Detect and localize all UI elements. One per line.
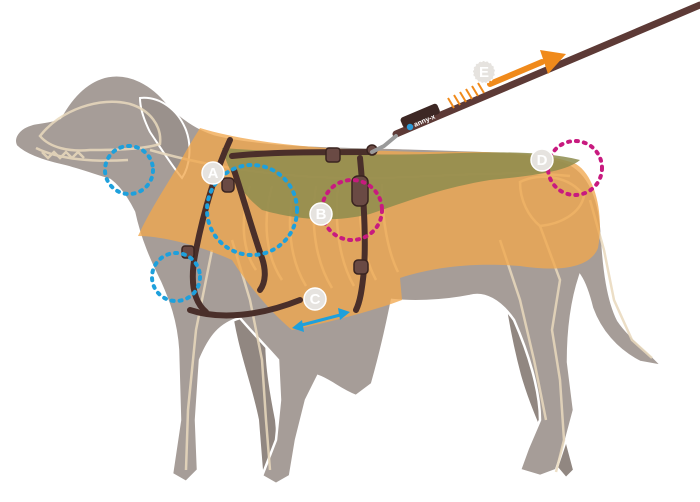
marker-b-label: B bbox=[316, 206, 327, 223]
buckle-back bbox=[326, 148, 340, 162]
buckle-lower bbox=[354, 260, 368, 274]
brand-logo-icon bbox=[407, 124, 413, 130]
marker-c: C bbox=[304, 288, 326, 310]
marker-e: E bbox=[473, 61, 495, 83]
marker-b: B bbox=[310, 203, 332, 225]
pull-arrow bbox=[448, 50, 566, 108]
marker-e-label: E bbox=[479, 64, 489, 81]
buckle-chest bbox=[222, 178, 234, 192]
marker-d: D bbox=[531, 149, 553, 171]
marker-a: A bbox=[202, 162, 224, 184]
marker-a-label: A bbox=[208, 165, 219, 182]
marker-c-label: C bbox=[310, 291, 321, 308]
marker-d-label: D bbox=[537, 152, 548, 169]
